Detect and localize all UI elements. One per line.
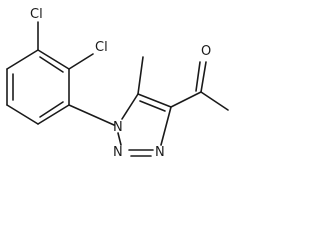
atom-label-o: O [201,44,211,59]
atom-label-cl-top: Cl [30,7,43,22]
bond-aryl-n1 [68,104,115,126]
bond-n2-n1 [117,132,122,146]
atom-label-n2: N [113,145,123,160]
bond-c4-n3 [160,106,172,146]
benzene-ring [6,49,70,125]
bond-n1-c5 [121,93,139,120]
double-bond-carbonyl-o [195,61,201,92]
bond-c4-carbonyl [170,91,202,108]
atom-label-n3: N [155,145,165,160]
molecule-structure: Cl Cl N N N O [6,7,229,160]
bond-c4-c5 [6,104,39,125]
triazole-ring [117,93,172,157]
bond-c6-c1 [6,49,39,70]
double-bond-c3-c4-inner [39,101,64,118]
double-bond-c1-c2-inner [39,56,64,73]
bond-carbonyl-methyl [200,91,229,111]
bond-carbonyl-o [200,61,207,93]
bond-c2-cl-right [68,53,94,70]
bond-c5-methyl [137,56,144,95]
bond-c5-c4 [137,93,172,108]
bond-c3-c4 [37,104,70,125]
atom-label-cl-right: Cl [95,40,108,55]
atom-label-n1: N [113,120,123,135]
bond-c1-c2 [37,49,70,70]
double-bond-c5-c4-inner [139,100,166,112]
